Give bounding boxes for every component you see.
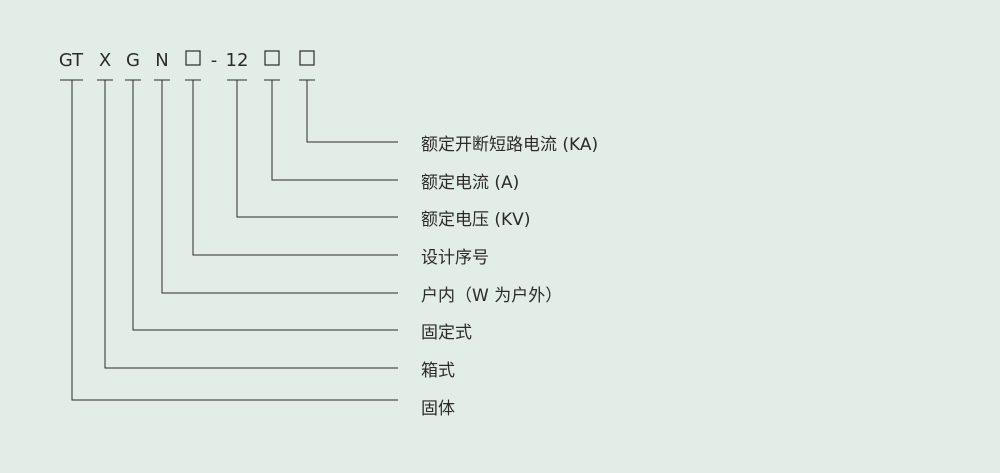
- leader-n: [161, 80, 398, 294]
- code-box-2: [264, 50, 280, 66]
- legend-label-box-type: 箱式: [421, 361, 455, 381]
- legend-label-rated-voltage: 额定电压 (KV): [421, 210, 530, 230]
- code-box-1: [185, 50, 201, 66]
- legend-label-solid: 固体: [421, 399, 455, 419]
- leader-x: [104, 80, 398, 369]
- leader-box3: [306, 80, 398, 143]
- leader-box2: [271, 80, 398, 181]
- code-token-dash: -: [211, 50, 218, 71]
- legend-label-fixed: 固定式: [421, 323, 472, 343]
- code-token-g: G: [126, 50, 140, 71]
- legend-label-design-number: 设计序号: [421, 248, 489, 268]
- leader-g: [132, 80, 398, 331]
- leader-gt: [71, 80, 398, 401]
- leader-box1: [192, 80, 398, 256]
- code-token-gt: GT: [59, 50, 84, 71]
- code-box-3: [299, 50, 315, 66]
- legend-label-rated-current: 额定电流 (A): [421, 173, 519, 193]
- legend-label-breaking-current: 额定开断短路电流 (KA): [421, 135, 598, 155]
- leader-12: [236, 80, 398, 218]
- code-token-12: 12: [226, 50, 249, 71]
- code-token-x: X: [99, 50, 111, 71]
- code-token-n: N: [155, 50, 168, 71]
- legend-label-indoor: 户内（W 为户外）: [421, 286, 562, 306]
